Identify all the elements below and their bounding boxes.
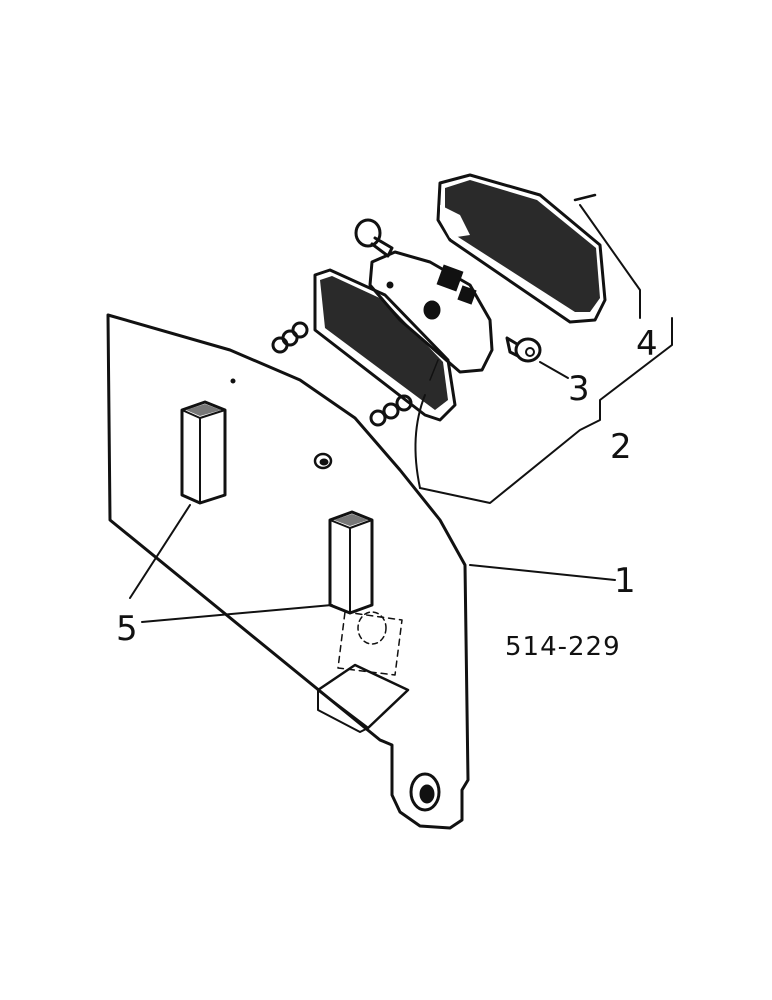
leader-line-1 bbox=[469, 564, 616, 581]
lamp-housing-base bbox=[313, 268, 457, 422]
leader-line-4 bbox=[579, 204, 641, 319]
leader-line-5b bbox=[141, 604, 333, 623]
leader-lines bbox=[129, 204, 673, 623]
mounting-nuts bbox=[271, 321, 413, 427]
drawing-number: 514-229 bbox=[505, 632, 621, 662]
mounting-bracket-plate bbox=[106, 313, 470, 830]
callout-2: 2 bbox=[610, 427, 632, 467]
lamp-bracket-plate bbox=[368, 250, 494, 374]
leader-line-5a bbox=[129, 504, 191, 599]
callout-3: 3 bbox=[568, 369, 590, 409]
bulb-upper bbox=[354, 218, 394, 258]
bulb-3 bbox=[505, 336, 542, 363]
rubber-block-lower bbox=[328, 510, 374, 615]
leader-line-3 bbox=[539, 361, 569, 379]
wire-lead bbox=[414, 394, 426, 489]
lens-cover bbox=[436, 173, 607, 324]
callout-1: 1 bbox=[614, 561, 636, 601]
callout-5: 5 bbox=[116, 609, 138, 649]
rubber-block-upper bbox=[180, 400, 227, 505]
callout-4: 4 bbox=[636, 324, 658, 364]
leader-line-2 bbox=[419, 317, 673, 504]
